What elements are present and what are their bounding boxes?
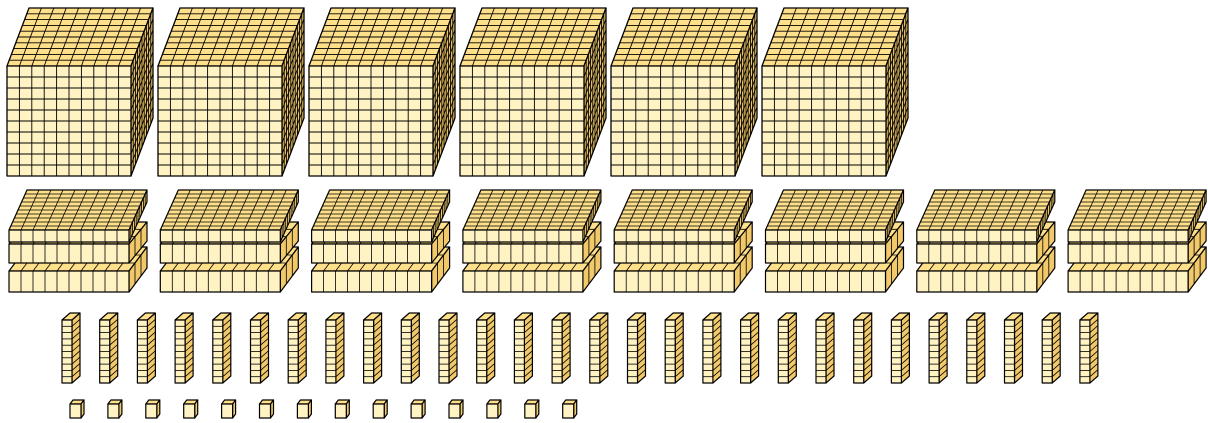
- one-cube: [222, 400, 236, 418]
- tens-row: [62, 313, 1098, 383]
- ten-rod: [251, 313, 269, 383]
- hundred-flat: [312, 190, 450, 292]
- one-cube: [373, 400, 387, 418]
- one-cube: [108, 400, 122, 418]
- one-cube: [487, 400, 501, 418]
- ten-rod: [665, 313, 683, 383]
- hundred-flat: [9, 190, 147, 292]
- ten-rod: [175, 313, 193, 383]
- ten-rod: [741, 313, 759, 383]
- ten-rod: [326, 313, 344, 383]
- ten-rod: [778, 313, 796, 383]
- ten-rod: [213, 313, 231, 383]
- one-cube: [525, 400, 539, 418]
- one-cube: [335, 400, 349, 418]
- ten-rod: [854, 313, 872, 383]
- thousand-cube: [460, 8, 606, 176]
- hundred-flat: [1068, 190, 1206, 292]
- ten-rod: [967, 313, 985, 383]
- thousands-row: [7, 8, 908, 176]
- one-cube: [146, 400, 160, 418]
- ten-rod: [590, 313, 608, 383]
- hundred-flat: [614, 190, 752, 292]
- thousand-cube: [158, 8, 304, 176]
- one-cube: [563, 400, 577, 418]
- thousand-cube: [762, 8, 908, 176]
- thousand-cube: [7, 8, 153, 176]
- ten-rod: [1005, 313, 1023, 383]
- ten-rod: [401, 313, 419, 383]
- one-cube: [411, 400, 425, 418]
- hundreds-row: [9, 190, 1206, 292]
- ten-rod: [62, 313, 80, 383]
- hundred-flat: [463, 190, 601, 292]
- ten-rod: [364, 313, 382, 383]
- ten-rod: [1042, 313, 1060, 383]
- one-cube: [449, 400, 463, 418]
- ten-rod: [891, 313, 909, 383]
- ten-rod: [288, 313, 306, 383]
- ten-rod: [100, 313, 118, 383]
- ten-rod: [439, 313, 457, 383]
- one-cube: [260, 400, 274, 418]
- ten-rod: [1080, 313, 1098, 383]
- ten-rod: [703, 313, 721, 383]
- thousand-cube: [611, 8, 757, 176]
- ten-rod: [514, 313, 532, 383]
- ten-rod: [137, 313, 155, 383]
- one-cube: [70, 400, 84, 418]
- thousand-cube: [309, 8, 455, 176]
- hundred-flat: [766, 190, 904, 292]
- ten-rod: [477, 313, 495, 383]
- ten-rod: [628, 313, 646, 383]
- ten-rod: [929, 313, 947, 383]
- one-cube: [297, 400, 311, 418]
- hundred-flat: [160, 190, 298, 292]
- one-cube: [184, 400, 198, 418]
- ten-rod: [552, 313, 570, 383]
- ones-row: [70, 400, 577, 418]
- ten-rod: [816, 313, 834, 383]
- hundred-flat: [917, 190, 1055, 292]
